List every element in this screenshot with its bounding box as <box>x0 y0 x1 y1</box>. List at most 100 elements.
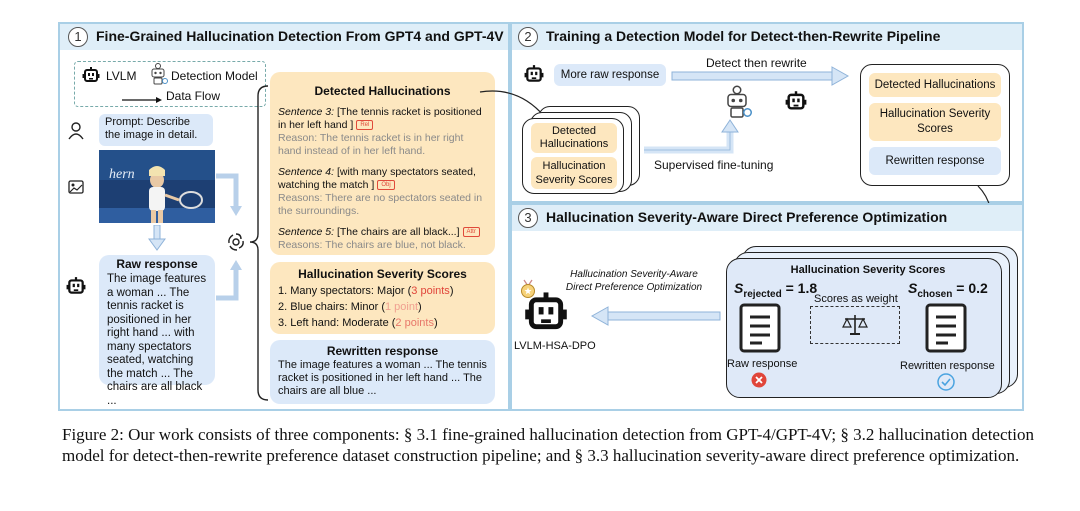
tag-obj: Obj <box>377 180 395 191</box>
legend-detection-model-label: Detection Model <box>171 69 258 83</box>
openai-logo-icon <box>226 232 246 257</box>
severity-item-2-points: 1 point <box>384 301 419 313</box>
s-chosen-symbol: S <box>908 280 918 296</box>
p3-card-title: Hallucination Severity Scores <box>790 264 946 276</box>
scores-weight-box <box>810 306 900 344</box>
raw-response-title: Raw response <box>116 257 198 271</box>
raw-response-text: The image features a woman ... The tenni… <box>107 273 207 407</box>
legend-data-flow-label: Data Flow <box>166 89 221 103</box>
sentence-5-reason: Reasons: The chairs are blue, not black. <box>278 239 466 251</box>
out-detected-label: Detected Hallucinations <box>874 79 996 91</box>
legend-box <box>74 61 266 107</box>
detection-model-icon <box>148 62 168 91</box>
severity-item-1-text: 1. Many spectators: Major ( <box>278 285 412 297</box>
out-detected-box: Detected Hallucinations <box>869 73 1001 97</box>
sentence-4-reason: Reasons: There are no spectators seated … <box>278 192 483 217</box>
s-rejected-formula: Srejected = 1.8 <box>734 280 817 300</box>
panel2-title: Training a Detection Model for Detect-th… <box>546 28 941 44</box>
stack-detected-box: Detected Hallucinations <box>531 123 617 153</box>
out-scores-label: Hallucination Severity Scores <box>879 108 991 135</box>
document-icon-raw <box>738 302 782 359</box>
out-scores-box: Hallucination Severity Scores <box>869 103 1001 141</box>
figure-caption: Figure 2: Our work consists of three com… <box>62 425 1034 465</box>
lvlm-hsa-dpo-robot-icon <box>524 290 568 339</box>
detected-hallucinations-box: Detected Hallucinations Sentence 3: [The… <box>270 72 495 255</box>
raw-response-box: Raw response The image features a woman … <box>99 255 215 407</box>
lvlm-robot-icon <box>82 66 100 89</box>
severity-title: Hallucination Severity Scores <box>298 267 467 281</box>
severity-item-2: 2. Blue chairs: Minor (1 point) <box>278 299 487 315</box>
panel2-number: 2 <box>518 27 538 47</box>
lvlm-hsa-dpo-label: LVLM-HSA-DPO <box>514 340 596 352</box>
detected-title: Detected Hallucinations <box>314 84 451 98</box>
sentence-4-label: Sentence 4: <box>278 166 335 178</box>
supervised-label: Supervised fine-tuning <box>654 158 774 172</box>
tennis-photo: hern <box>99 150 215 223</box>
document-icon-rewritten <box>924 302 968 359</box>
legend-lvlm-label: LVLM <box>106 69 137 83</box>
more-raw-response-box: More raw response <box>554 64 666 86</box>
panel3-number: 3 <box>518 208 538 228</box>
rewritten-response-label-p3: Rewritten response <box>900 360 995 372</box>
severity-item-2-close: ) <box>418 301 422 313</box>
rewritten-title: Rewritten response <box>326 344 439 358</box>
sentence-3: Sentence 3: [The tennis racket is positi… <box>278 106 487 158</box>
severity-item-1: 1. Many spectators: Major (3 points) <box>278 283 487 299</box>
raw-response-label-p3: Raw response <box>727 358 798 370</box>
arrow-more-raw-to-output <box>668 66 850 91</box>
panel2-header: 2 Training a Detection Model for Detect-… <box>512 24 1022 50</box>
tag-rel: Rel <box>356 120 374 131</box>
more-raw-response-label: More raw response <box>560 69 660 81</box>
sentence-3-reason: Reason: The tennis racket is in her righ… <box>278 132 464 157</box>
sentence-5: Sentence 5: [The chairs are all black...… <box>278 226 487 252</box>
user-icon <box>68 122 84 145</box>
s-rejected-symbol: S <box>734 280 744 296</box>
severity-item-3: 3. Left hand: Moderate (2 points) <box>278 315 487 331</box>
arrow-supervised <box>640 118 752 165</box>
severity-item-3-close: ) <box>433 317 438 329</box>
panel1-header: 1 Fine-Grained Hallucination Detection F… <box>60 24 508 50</box>
rewritten-response-box: Rewritten response The image features a … <box>270 340 495 404</box>
legend-arrow <box>122 91 162 109</box>
sentence-3-label: Sentence 3: <box>278 106 335 118</box>
prompt-text: Prompt: Describe the image in detail. <box>105 116 198 141</box>
tag-attr: Attr <box>462 227 480 238</box>
scale-icon <box>842 313 868 342</box>
panel3-title: Hallucination Severity-Aware Direct Pref… <box>546 209 948 225</box>
rewritten-text: The image features a woman ... The tenni… <box>278 359 487 397</box>
s-chosen-value: = 0.2 <box>952 280 988 296</box>
severity-item-3-points: 2 points <box>395 317 434 329</box>
severity-scores-box: Hallucination Severity Scores 1. Many sp… <box>270 262 495 334</box>
svg-text:hern: hern <box>109 167 135 182</box>
sentence-5-label: Sentence 5: <box>278 226 335 238</box>
severity-item-1-close: ) <box>449 285 454 297</box>
out-rewritten-label: Rewritten response <box>885 155 985 167</box>
output-card: Detected Hallucinations Hallucination Se… <box>860 64 1010 186</box>
sentence-5-text: [The chairs are all black...] <box>334 226 460 238</box>
image-icon <box>68 180 84 199</box>
panel3-header: 3 Hallucination Severity-Aware Direct Pr… <box>512 205 1022 231</box>
lvlm-robot-icon-p2 <box>524 64 544 89</box>
medal-icon <box>519 279 537 304</box>
reject-x-icon <box>751 372 767 393</box>
scores-weight-label: Scores as weight <box>814 293 898 305</box>
hsa-dpo-description: Hallucination Severity-Aware Direct Pref… <box>565 269 703 293</box>
s-rejected-sub: rejected <box>743 288 782 300</box>
severity-item-2-text: 2. Blue chairs: Minor ( <box>278 301 385 313</box>
panel1-title: Fine-Grained Hallucination Detection Fro… <box>96 28 504 44</box>
stack-scores-box: Hallucination Severity Scores <box>531 157 617 189</box>
out-rewritten-box: Rewritten response <box>869 147 1001 175</box>
arrow-card-to-model <box>590 306 724 331</box>
detect-rewrite-label: Detect then rewrite <box>706 56 807 70</box>
bracket-divider <box>248 84 270 409</box>
sentence-4-text: [with many spectators seated, watching t… <box>278 166 476 191</box>
stack-scores-label: Hallucination Severity Scores <box>535 160 613 186</box>
chosen-check-icon <box>937 373 955 396</box>
s-rejected-value: = 1.8 <box>781 280 818 296</box>
s-chosen-sub: chosen <box>917 288 953 300</box>
panel1-number: 1 <box>68 27 88 47</box>
prompt-box: Prompt: Describe the image in detail. <box>99 114 213 146</box>
stack-card-front: Detected Hallucinations Hallucination Se… <box>522 118 624 194</box>
detection-model-icon-p2 <box>722 84 752 125</box>
s-chosen-formula: Schosen = 0.2 <box>908 280 988 300</box>
